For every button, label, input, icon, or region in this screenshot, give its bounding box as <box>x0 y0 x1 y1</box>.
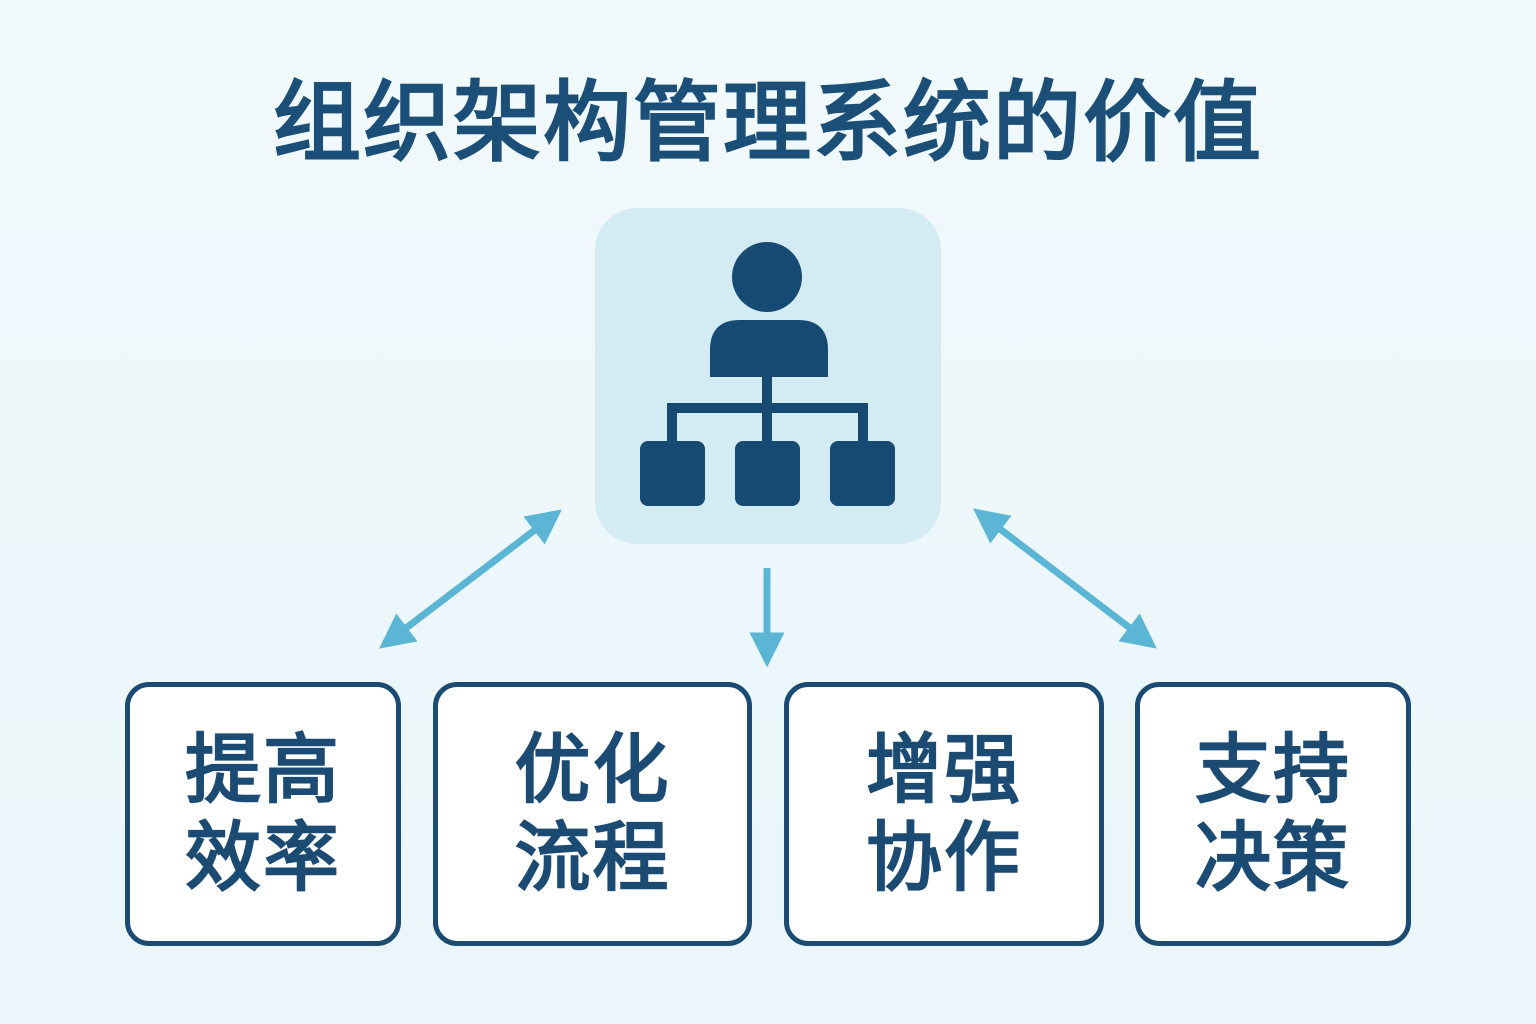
card-support-decisions: 支持 决策 <box>1135 682 1411 946</box>
card-line: 提高 <box>185 725 341 814</box>
org-node-icon <box>735 441 800 506</box>
org-node-icon <box>830 441 895 506</box>
card-line: 决策 <box>1195 813 1351 902</box>
card-line: 效率 <box>185 813 341 902</box>
left-double-arrow <box>379 509 562 649</box>
org-chart-icon <box>640 242 895 506</box>
page-title: 组织架构管理系统的价值 <box>272 71 1263 174</box>
card-improve-efficiency: 提高 效率 <box>125 682 401 946</box>
org-node-icon <box>640 441 705 506</box>
card-line: 流程 <box>514 813 671 902</box>
person-head-icon <box>732 242 802 312</box>
right-double-arrow <box>973 508 1157 649</box>
card-line: 支持 <box>1195 725 1351 814</box>
person-body-icon <box>710 320 828 377</box>
card-line: 协作 <box>866 813 1022 902</box>
card-optimize-process: 优化 流程 <box>433 682 752 946</box>
card-line: 优化 <box>514 725 671 814</box>
card-line: 增强 <box>866 725 1022 814</box>
card-enhance-collaboration: 增强 协作 <box>784 682 1104 946</box>
